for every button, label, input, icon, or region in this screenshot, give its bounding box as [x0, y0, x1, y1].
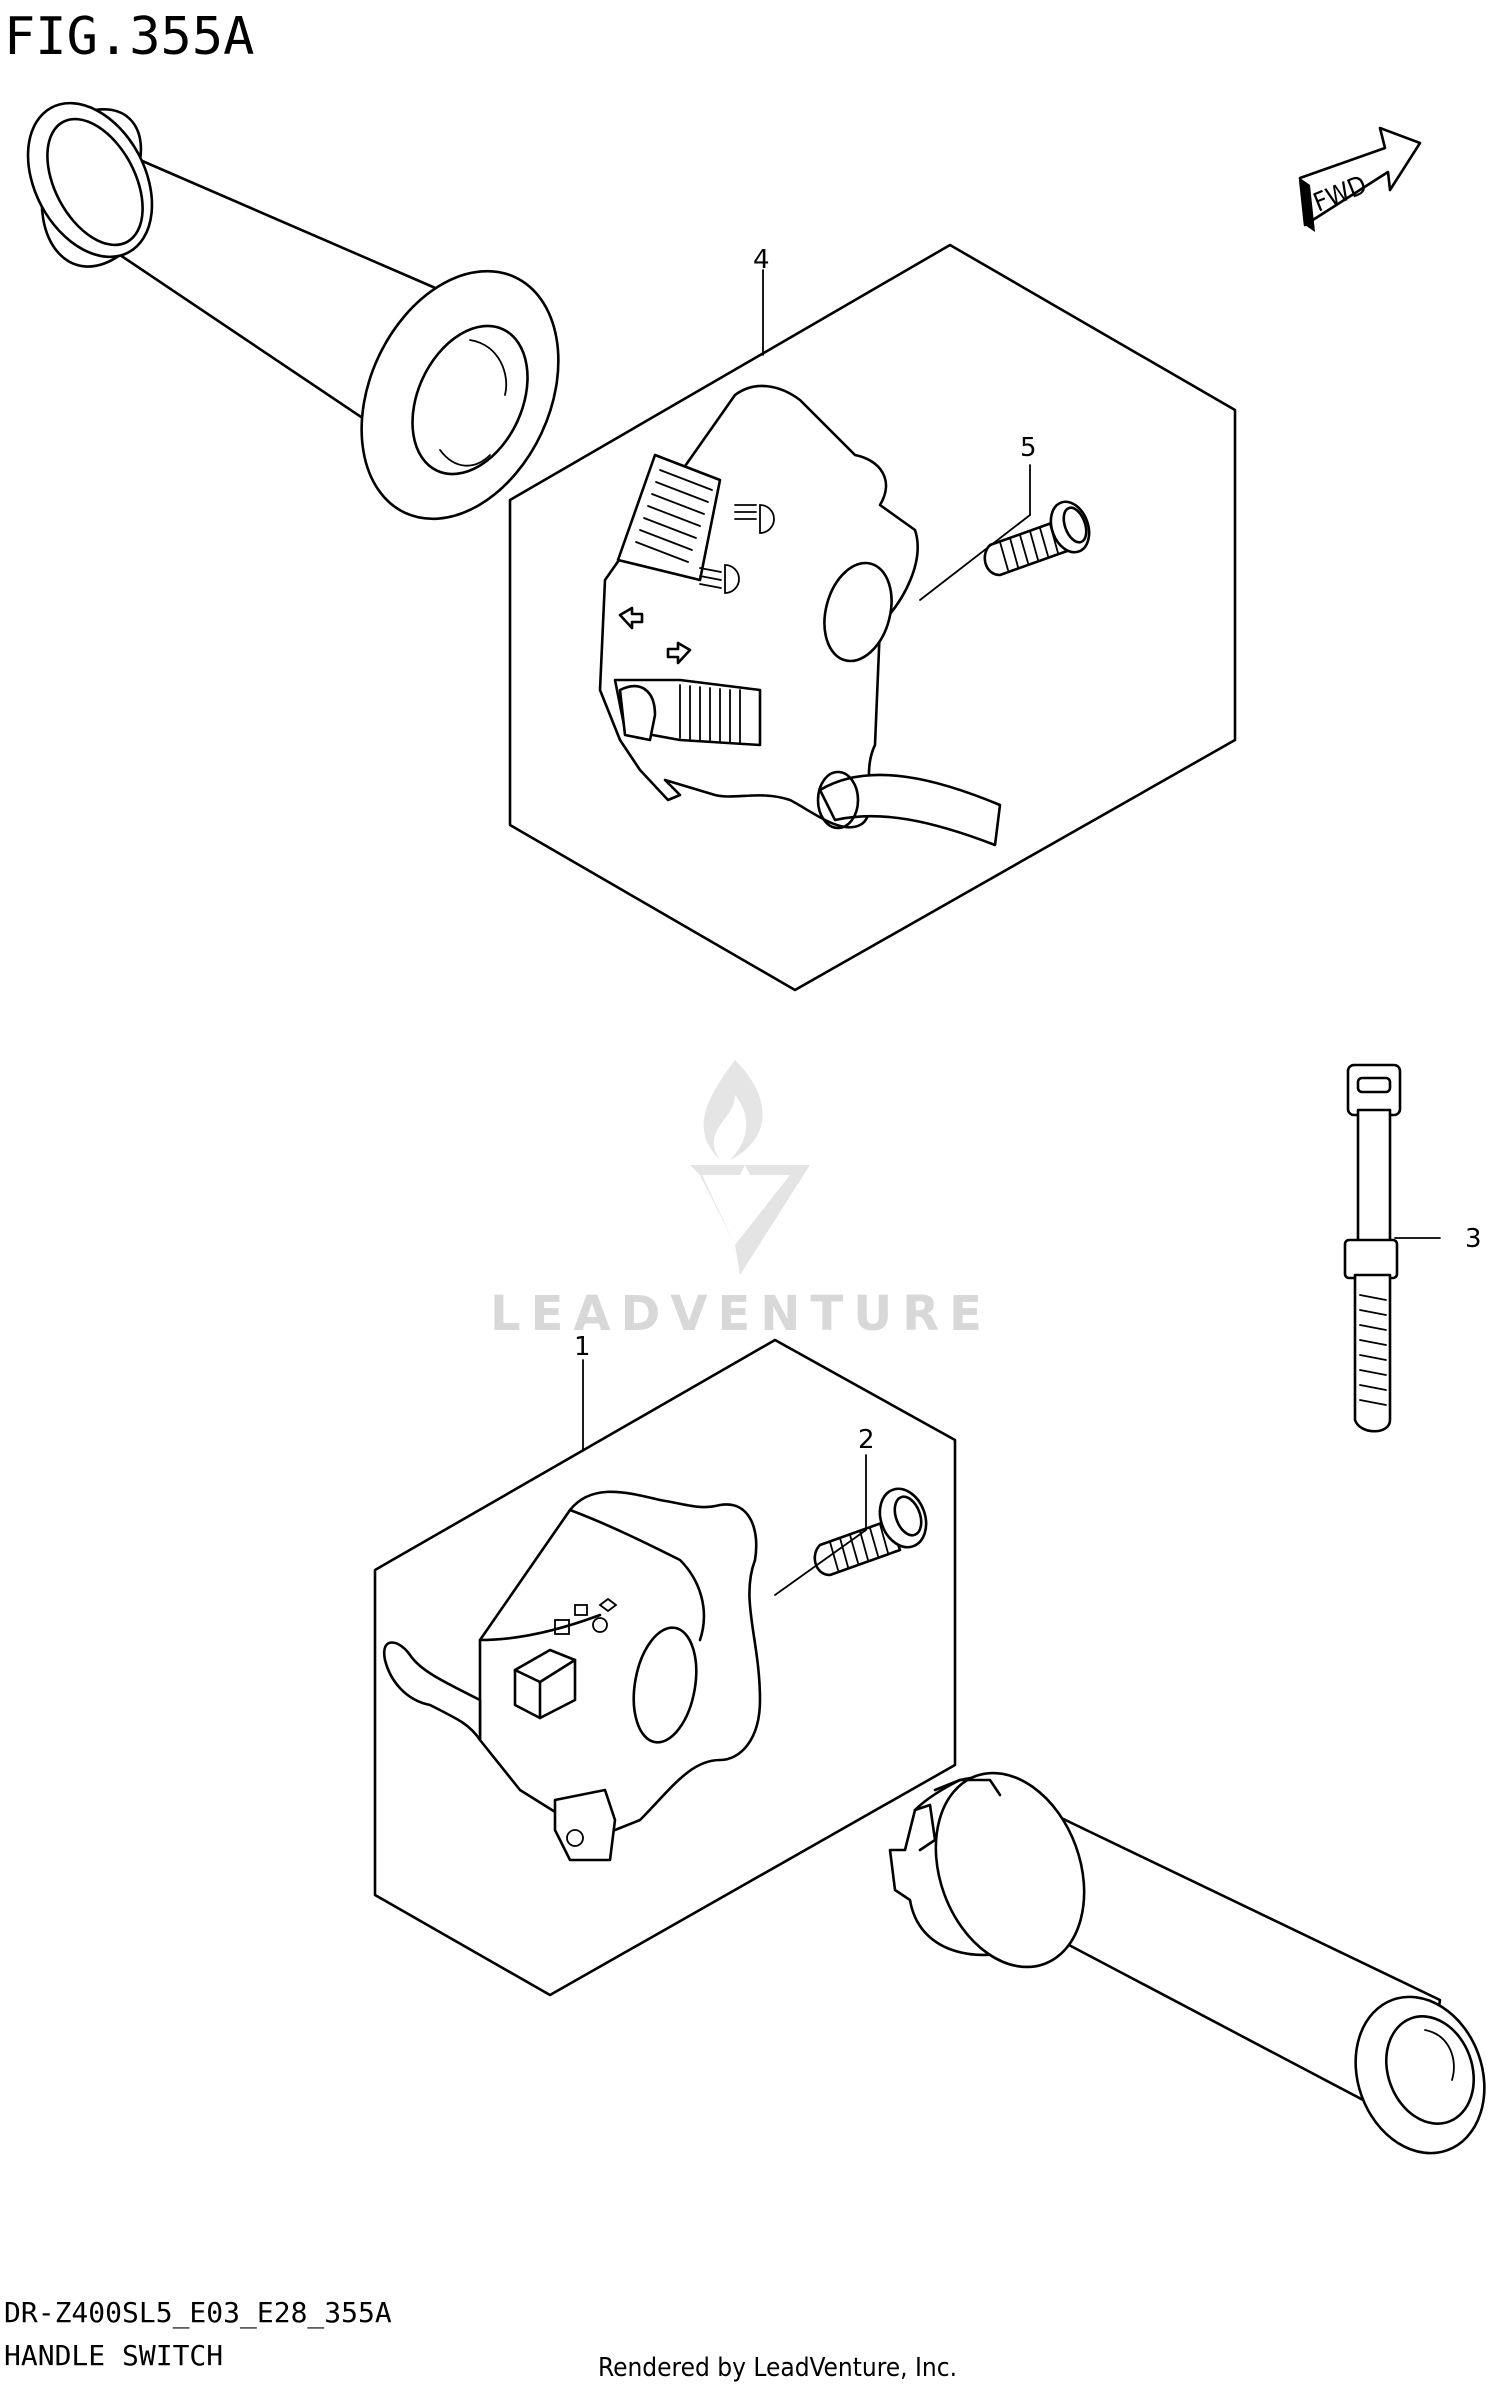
right-throttle-grip	[888, 1771, 1486, 2155]
leader-lines	[582, 269, 1441, 1596]
part-5-screw[interactable]	[983, 496, 1096, 577]
fwd-arrow-icon: FWD	[1298, 126, 1422, 232]
start-symbol-icon	[554, 1597, 618, 1635]
part-1-group-box	[373, 1338, 957, 1997]
part-4-group-box	[508, 243, 1237, 992]
rendered-by-credit: Rendered by LeadVenture, Inc.	[598, 2353, 957, 2383]
model-code: DR-Z400SL5_E03_E28_355A	[4, 2296, 392, 2330]
callout-1: 1	[574, 1332, 591, 1362]
callout-3: 3	[1465, 1224, 1482, 1254]
turn-left-arrow-icon	[618, 606, 644, 630]
switch-cable	[818, 773, 1002, 847]
turn-right-arrow-icon	[666, 641, 692, 665]
section-name: HANDLE SWITCH	[4, 2339, 223, 2372]
leadventure-watermark: LEADVENTURE	[490, 1060, 992, 1342]
left-handle-switch[interactable]	[598, 384, 1002, 847]
switch-cable	[382, 1641, 482, 1742]
watermark-brand: LEADVENTURE	[490, 1286, 992, 1342]
flame-logo-icon	[690, 1060, 810, 1275]
high-beam-icon	[734, 504, 775, 534]
starter-button[interactable]	[553, 1788, 617, 1862]
handlebar-hole	[823, 561, 893, 663]
low-beam-icon	[699, 564, 740, 594]
dimmer-switch[interactable]	[616, 453, 722, 582]
part-2-screw[interactable]	[813, 1482, 934, 1577]
right-handle-switch[interactable]	[382, 1490, 762, 1862]
callout-5: 5	[1020, 433, 1037, 463]
part-3-cable-tie[interactable]	[1343, 1063, 1402, 1433]
callout-4: 4	[753, 245, 770, 275]
left-grip	[26, 101, 560, 521]
callout-2: 2	[858, 1425, 875, 1455]
figure-title: FIG.355A	[4, 7, 254, 67]
handlebar-hole	[632, 1626, 698, 1744]
engine-stop-button[interactable]	[513, 1648, 577, 1720]
horn-button[interactable]	[618, 684, 657, 742]
